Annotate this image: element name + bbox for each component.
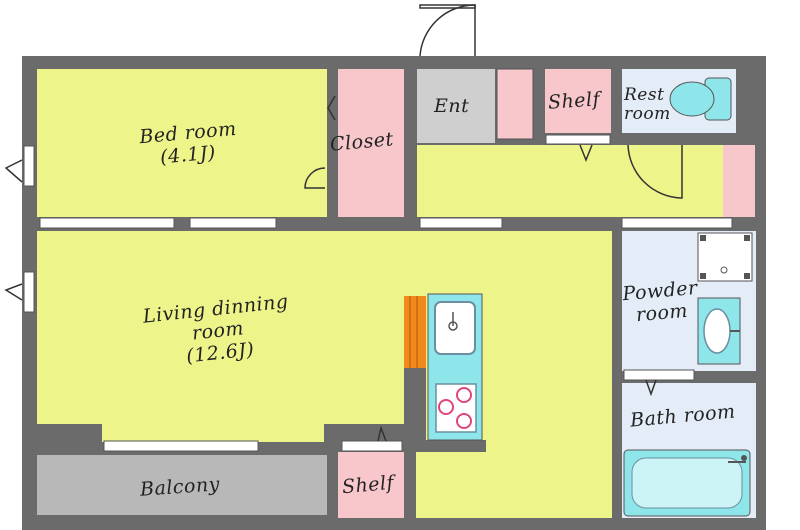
burner-2 <box>438 399 454 415</box>
closet-floor <box>338 69 404 217</box>
powder-room-label: Powder room <box>614 276 707 328</box>
restroom-line2: room <box>624 104 671 124</box>
kitchen-sink <box>434 301 476 355</box>
shoe-cabinet <box>496 68 534 140</box>
bottom-shelf-floor <box>338 452 404 518</box>
living-floor <box>37 231 612 424</box>
bathtub-basin <box>631 457 743 509</box>
windows <box>23 134 733 452</box>
washing-machine-space <box>697 232 753 282</box>
entrance-floor <box>417 69 495 143</box>
washbasin-bowl <box>703 308 731 354</box>
bottom-shelf-label: Shelf <box>341 471 395 499</box>
kitchen-partition-base <box>404 440 486 452</box>
restroom-label: Rest room <box>624 86 671 124</box>
burner-1 <box>456 387 472 403</box>
burner-3 <box>456 413 472 429</box>
living-floor-lower <box>102 424 324 442</box>
bedroom-floor <box>37 69 327 217</box>
hall-storage <box>723 145 755 217</box>
balcony-floor <box>37 455 327 515</box>
top-shelf-label: Shelf <box>547 88 601 114</box>
toilet-bowl <box>669 81 715 117</box>
hallway-floor <box>417 145 723 217</box>
kitchen-counter-strip <box>404 296 426 368</box>
restroom-line1: Rest <box>624 85 665 105</box>
door-swings <box>4 4 683 442</box>
top-shelf-floor <box>545 69 611 133</box>
bedroom-label: Bed room (4.1J) <box>118 118 258 169</box>
entrance-label: Ent <box>434 95 470 117</box>
kitchen-partition <box>404 368 426 448</box>
